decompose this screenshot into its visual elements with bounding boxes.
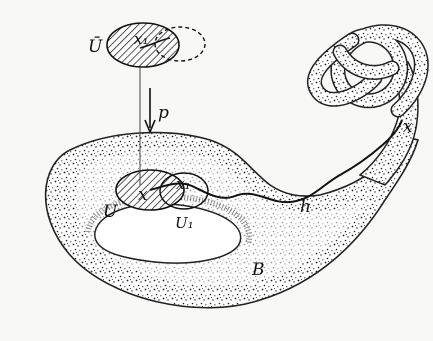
label-h: h (300, 197, 311, 217)
label-u1: U₁ (175, 214, 194, 232)
label-b: B (251, 260, 265, 280)
label-u: U (103, 202, 118, 222)
disk-u-bar (107, 23, 205, 67)
label-x-right: x (403, 117, 413, 137)
label-x1: x₁ (176, 175, 190, 193)
label-p: p (158, 103, 169, 123)
knot-crossing-fill (340, 52, 392, 72)
label-x1-top: x₁ (134, 30, 148, 48)
label-x: x (138, 185, 148, 205)
label-u-bar: Ū (88, 36, 103, 57)
knot (314, 32, 421, 110)
